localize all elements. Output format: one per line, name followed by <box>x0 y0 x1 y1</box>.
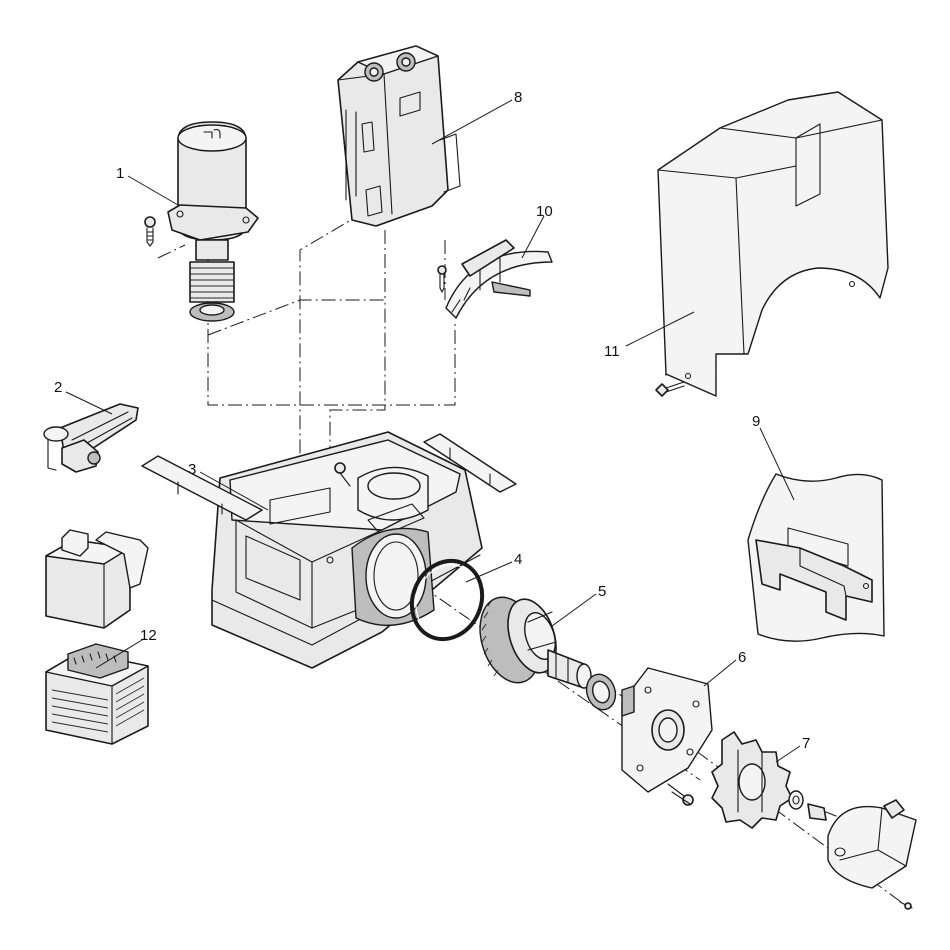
sprocket-cover <box>827 799 917 889</box>
svg-text:12: 12 <box>140 627 157 644</box>
part-12-transformer <box>45 643 149 745</box>
washer-and-bolt <box>788 790 837 821</box>
callout-8: 8 <box>431 89 522 145</box>
callout-10: 10 <box>521 203 553 259</box>
callouts: 1 2 3 4 5 6 7 8 <box>54 89 810 763</box>
callout-6: 6 <box>703 649 746 687</box>
callout-11: 11 <box>604 311 695 360</box>
part-9-detail-view <box>747 473 885 642</box>
motor-screw <box>144 216 156 247</box>
svg-text:2: 2 <box>54 379 62 396</box>
callout-4: 4 <box>465 551 522 583</box>
cover-strip-right <box>423 433 517 493</box>
svg-text:7: 7 <box>802 735 810 752</box>
svg-text:3: 3 <box>188 461 196 478</box>
part-4-o-ring <box>409 558 485 642</box>
part-11-outer-cover <box>657 91 889 397</box>
part-6-flange-plate <box>621 667 713 793</box>
flange-screw <box>667 783 694 806</box>
svg-text:11: 11 <box>604 343 620 360</box>
callout-9: 9 <box>752 413 795 501</box>
svg-text:8: 8 <box>514 89 522 106</box>
switch-screw <box>437 265 447 293</box>
callout-12: 12 <box>95 627 157 669</box>
housing-screw <box>334 462 351 487</box>
svg-text:4: 4 <box>514 551 522 568</box>
part-1-motor <box>167 121 259 322</box>
cover-strip-left <box>141 455 263 521</box>
callout-3: 3 <box>188 461 269 511</box>
svg-text:9: 9 <box>752 413 760 430</box>
svg-text:10: 10 <box>536 203 553 220</box>
part-8-control-unit <box>337 45 461 227</box>
callout-1: 1 <box>116 165 179 206</box>
spacer-ring <box>585 673 617 711</box>
svg-text:6: 6 <box>738 649 746 666</box>
part-7-sprocket <box>711 731 793 829</box>
part-10-limit-switch <box>445 239 553 319</box>
transformer-bracket <box>45 529 149 629</box>
part-5-gear-shaft <box>479 596 592 689</box>
part-2-release-lever <box>43 403 139 473</box>
callout-2: 2 <box>54 379 113 415</box>
part-3-base-housing <box>211 431 483 669</box>
svg-text:5: 5 <box>598 583 606 600</box>
callout-7: 7 <box>775 735 810 763</box>
cover-fixing-screw <box>655 381 685 397</box>
cover-screw <box>899 901 913 910</box>
callout-5: 5 <box>551 583 606 627</box>
svg-text:1: 1 <box>116 165 124 182</box>
